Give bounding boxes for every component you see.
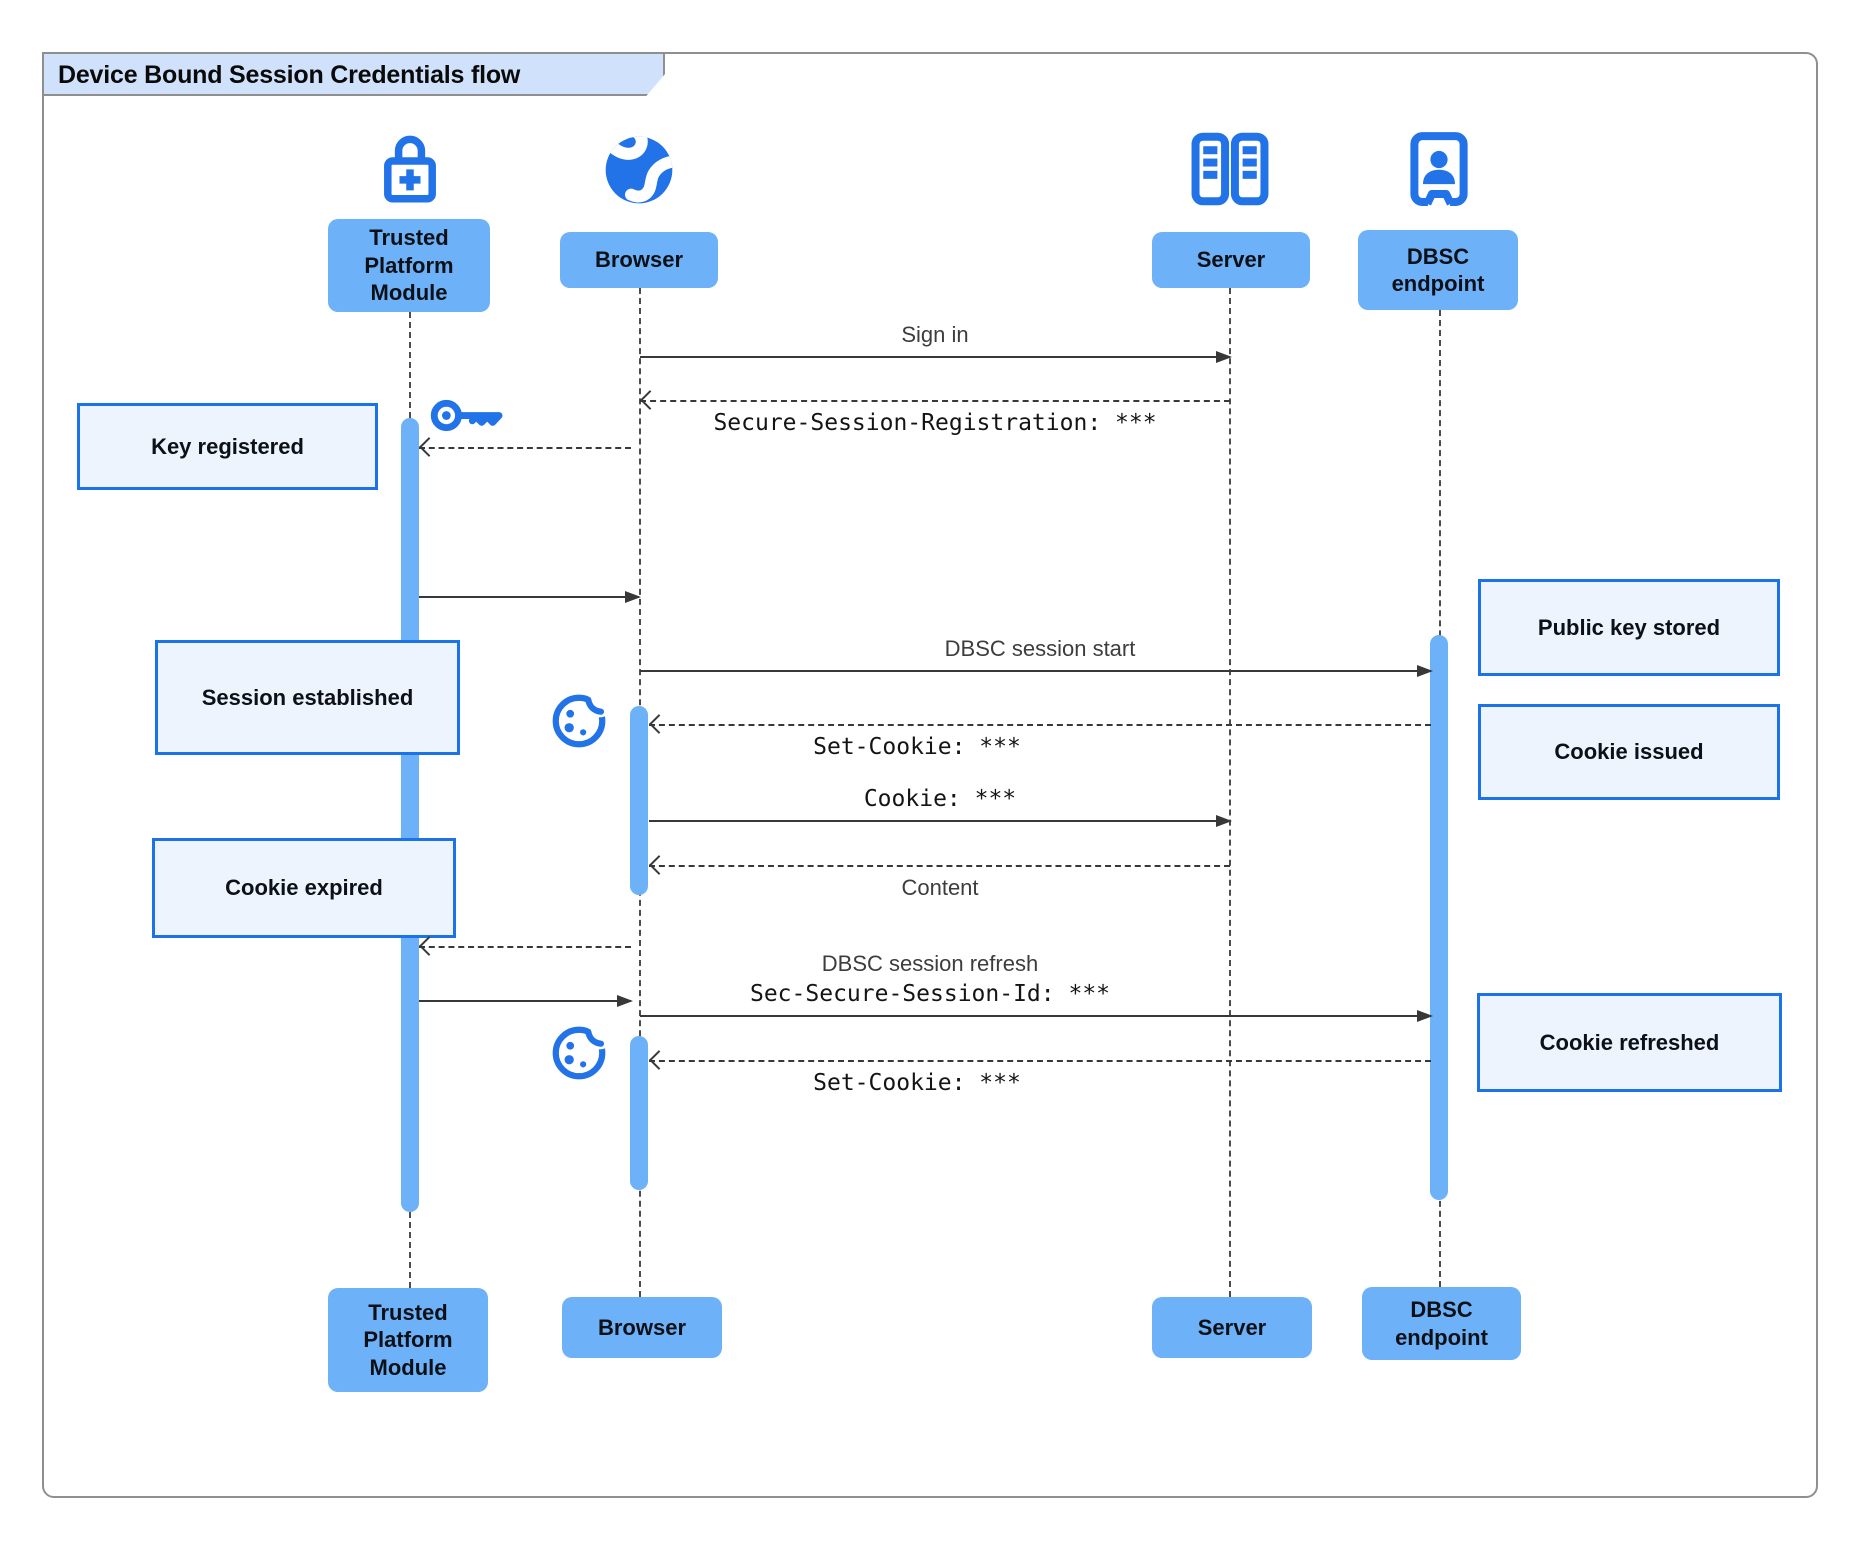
note-cookie-refreshed: Cookie refreshed [1477, 993, 1782, 1092]
arrowhead-icon [1417, 1010, 1433, 1022]
note-cookie-issued-label: Cookie issued [1554, 739, 1704, 765]
cookie-icon-1 [548, 690, 610, 752]
note-cookie-expired-label: Cookie expired [225, 875, 383, 901]
actor-dbsc-top: DBSC endpoint [1358, 230, 1518, 310]
arrow-line [419, 946, 631, 948]
actor-browser-top: Browser [560, 232, 718, 288]
note-session-established: Session established [155, 640, 460, 755]
actor-server-bottom: Server [1152, 1297, 1312, 1358]
activation-dbsc [1430, 635, 1448, 1200]
actor-tpm-label: Trusted Platform Module [364, 225, 454, 306]
note-cookie-issued: Cookie issued [1478, 704, 1780, 800]
cookie-icon-2 [548, 1022, 610, 1084]
actor-browser-label: Browser [597, 1314, 687, 1340]
message-sign-in-label: Sign in [901, 322, 969, 347]
message-set-cookie-issue-label: Set-Cookie: *** [813, 734, 1021, 760]
note-key-registered: Key registered [77, 403, 378, 490]
actor-dbsc-label: DBSC endpoint [1395, 1297, 1488, 1350]
message-content-label: Content [901, 875, 979, 900]
lock-plus-icon [374, 128, 446, 206]
activation-browser-1 [630, 706, 648, 895]
note-public-key-stored-label: Public key stored [1537, 614, 1721, 640]
actor-server-top: Server [1152, 232, 1310, 288]
arrowhead-icon [1417, 665, 1433, 677]
actor-tpm-top: Trusted Platform Module [328, 219, 490, 312]
server-icon [1190, 132, 1270, 206]
message-secure-session-registration-label: Secure-Session-Registration: *** [713, 410, 1157, 436]
arrowhead-icon [1216, 815, 1232, 827]
actor-tpm-bottom: Trusted Platform Module [328, 1288, 488, 1392]
message-dbsc-session-refresh-label: DBSC session refresh [821, 951, 1039, 976]
arrow-line [419, 591, 641, 603]
key-icon [428, 388, 506, 443]
door-person-icon [1402, 130, 1476, 210]
arrowhead-icon [617, 995, 633, 1007]
globe-icon [599, 130, 679, 210]
note-session-established-label: Session established [201, 684, 414, 710]
actor-browser-label: Browser [594, 247, 684, 273]
arrow-line [640, 665, 1433, 677]
arrowhead-icon [625, 591, 641, 603]
actor-server-label: Server [1197, 1314, 1267, 1340]
activation-tpm [401, 418, 419, 1212]
note-public-key-stored: Public key stored [1478, 579, 1780, 676]
actor-browser-bottom: Browser [562, 1297, 722, 1358]
note-cookie-expired: Cookie expired [152, 838, 456, 938]
actor-server-label: Server [1196, 247, 1266, 273]
arrow-line [419, 447, 631, 449]
message-cookie-label: Cookie: *** [863, 786, 1017, 812]
arrow-line [640, 1010, 1433, 1022]
arrowhead-icon [1216, 351, 1232, 363]
arrow-line [649, 724, 1431, 726]
message-set-cookie-refresh-label: Set-Cookie: *** [813, 1070, 1021, 1096]
arrow-line [419, 995, 633, 1007]
note-cookie-refreshed-label: Cookie refreshed [1539, 1029, 1720, 1055]
note-key-registered-label: Key registered [151, 433, 304, 459]
arrow-line [649, 865, 1230, 867]
diagram-title: Device Bound Session Credentials flow [42, 52, 665, 96]
actor-dbsc-label: DBSC endpoint [1391, 243, 1485, 297]
arrow-line [640, 400, 1230, 402]
message-dbsc-session-start-label: DBSC session start [944, 636, 1136, 661]
actor-dbsc-bottom: DBSC endpoint [1362, 1287, 1521, 1360]
arrow-line [649, 1060, 1431, 1062]
lifeline-server [1229, 288, 1231, 1297]
arrow-line [649, 815, 1232, 827]
actor-tpm-label: Trusted Platform Module [363, 1299, 453, 1380]
arrow-line [640, 351, 1232, 363]
activation-browser-2 [630, 1036, 648, 1190]
message-sec-secure-session-id-label: Sec-Secure-Session-Id: *** [749, 981, 1111, 1007]
